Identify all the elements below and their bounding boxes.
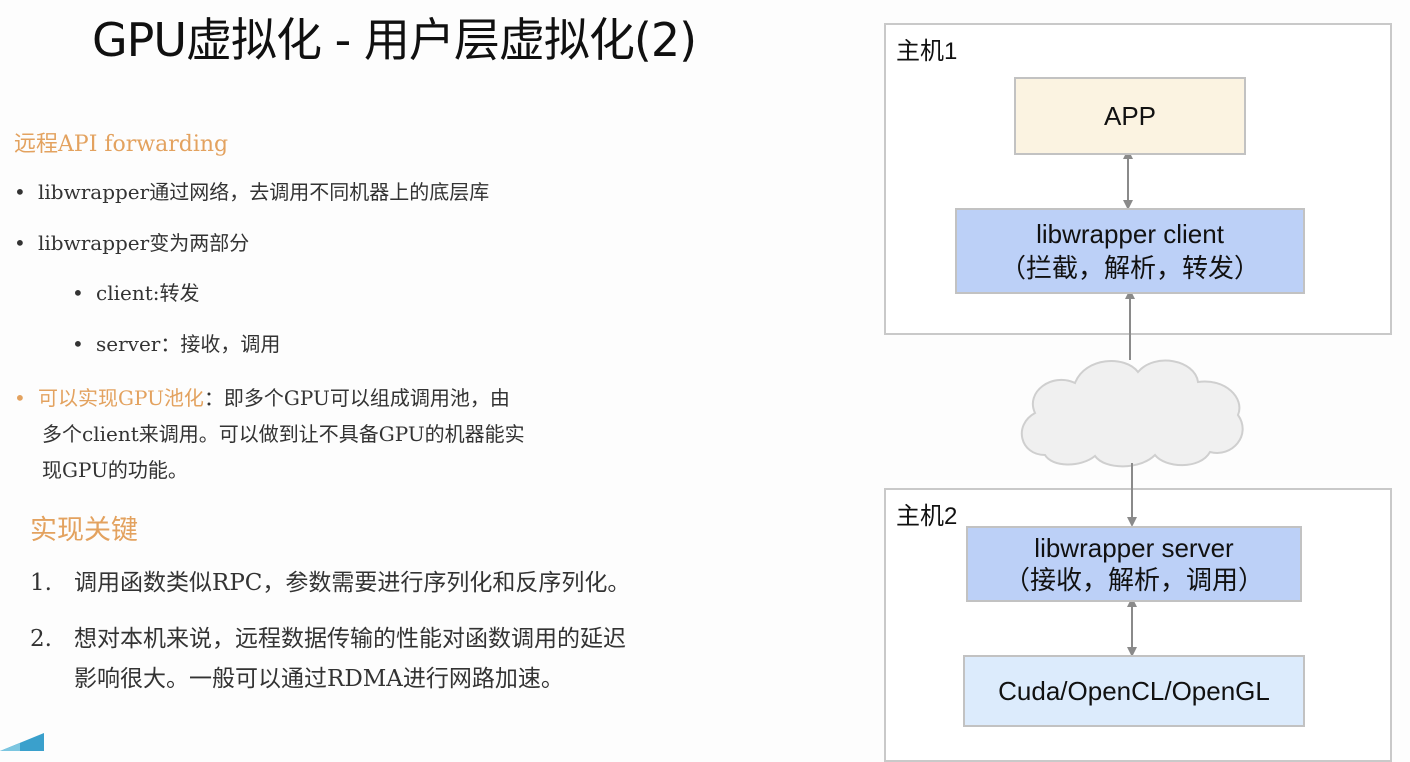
section-heading-api-forwarding: 远程API forwarding xyxy=(14,132,229,157)
libwrapper-server-node: libwrapper server （接收，解析，调用） xyxy=(966,526,1302,602)
host2-label: 主机2 xyxy=(896,503,958,530)
libwrapper-client-node: libwrapper client （拦截，解析，转发） xyxy=(955,208,1305,294)
slide-title: GPU虚拟化 - 用户层虚拟化(2) xyxy=(92,13,697,67)
sub-bullet-item: • client:转发 xyxy=(72,277,200,309)
bullet-text: libwrapper变为两部分 xyxy=(38,231,250,255)
gpu-pool-highlight: 可以实现GPU池化 xyxy=(38,386,204,410)
gpu-pool-bullet: • 可以实现GPU池化：即多个GPU可以组成调用池，由 多个client来调用。可… xyxy=(14,380,654,488)
library-label: Cuda/OpenCL/OpenGL xyxy=(998,676,1270,706)
corner-decoration-icon xyxy=(0,733,44,751)
server-label: libwrapper server xyxy=(1034,533,1234,563)
item-text: 想对本机来说，远程数据传输的性能对函数调用的延迟 xyxy=(74,626,626,652)
sub-bullet-item: • server：接收，调用 xyxy=(72,328,280,360)
host1-label: 主机1 xyxy=(896,38,958,65)
gpu-pool-text-1: ：即多个GPU可以组成调用池，由 xyxy=(203,386,510,410)
numbered-item: 2. 想对本机来说，远程数据传输的性能对函数调用的延迟 影响很大。一般可以通过RD… xyxy=(30,619,626,699)
client-label: libwrapper client xyxy=(1036,219,1224,249)
bullet-text: libwrapper通过网络，去调用不同机器上的底层库 xyxy=(38,180,490,204)
gpu-pool-line-1: • 可以实现GPU池化：即多个GPU可以组成调用池，由 xyxy=(14,380,654,416)
gpu-library-node: Cuda/OpenCL/OpenGL xyxy=(963,655,1305,727)
sub-bullet-text: client:转发 xyxy=(96,281,200,305)
app-label: APP xyxy=(1103,101,1157,131)
bullet-dot: • xyxy=(14,231,26,255)
numbered-item: 1. 调用函数类似RPC，参数需要进行序列化和反序列化。 xyxy=(30,563,630,603)
client-description: （拦截，解析，转发） xyxy=(999,253,1260,283)
item-number: 1. xyxy=(30,570,52,596)
item-number: 2. xyxy=(30,626,52,652)
section-heading-keys: 实现关键 xyxy=(30,515,138,546)
bullet-dot: • xyxy=(72,281,84,305)
bullet-item: • libwrapper通过网络，去调用不同机器上的底层库 xyxy=(14,176,489,208)
gpu-pool-line-2: 多个client来调用。可以做到让不具备GPU的机器能实 xyxy=(42,422,525,446)
gpu-pool-line-3: 现GPU的功能。 xyxy=(42,458,188,482)
bullet-dot: • xyxy=(72,332,84,356)
sub-bullet-text: server：接收，调用 xyxy=(96,332,281,356)
item-text-continued: 影响很大。一般可以通过RDMA进行网路加速。 xyxy=(74,666,564,692)
app-node: APP xyxy=(1014,77,1246,155)
bullet-item: • libwrapper变为两部分 xyxy=(14,227,249,259)
item-text: 调用函数类似RPC，参数需要进行序列化和反序列化。 xyxy=(74,570,631,596)
bullet-dot: • xyxy=(14,386,26,410)
network-cloud-icon xyxy=(1020,359,1244,468)
server-description: （接收，解析，调用） xyxy=(1003,565,1264,595)
bullet-dot: • xyxy=(14,180,26,204)
